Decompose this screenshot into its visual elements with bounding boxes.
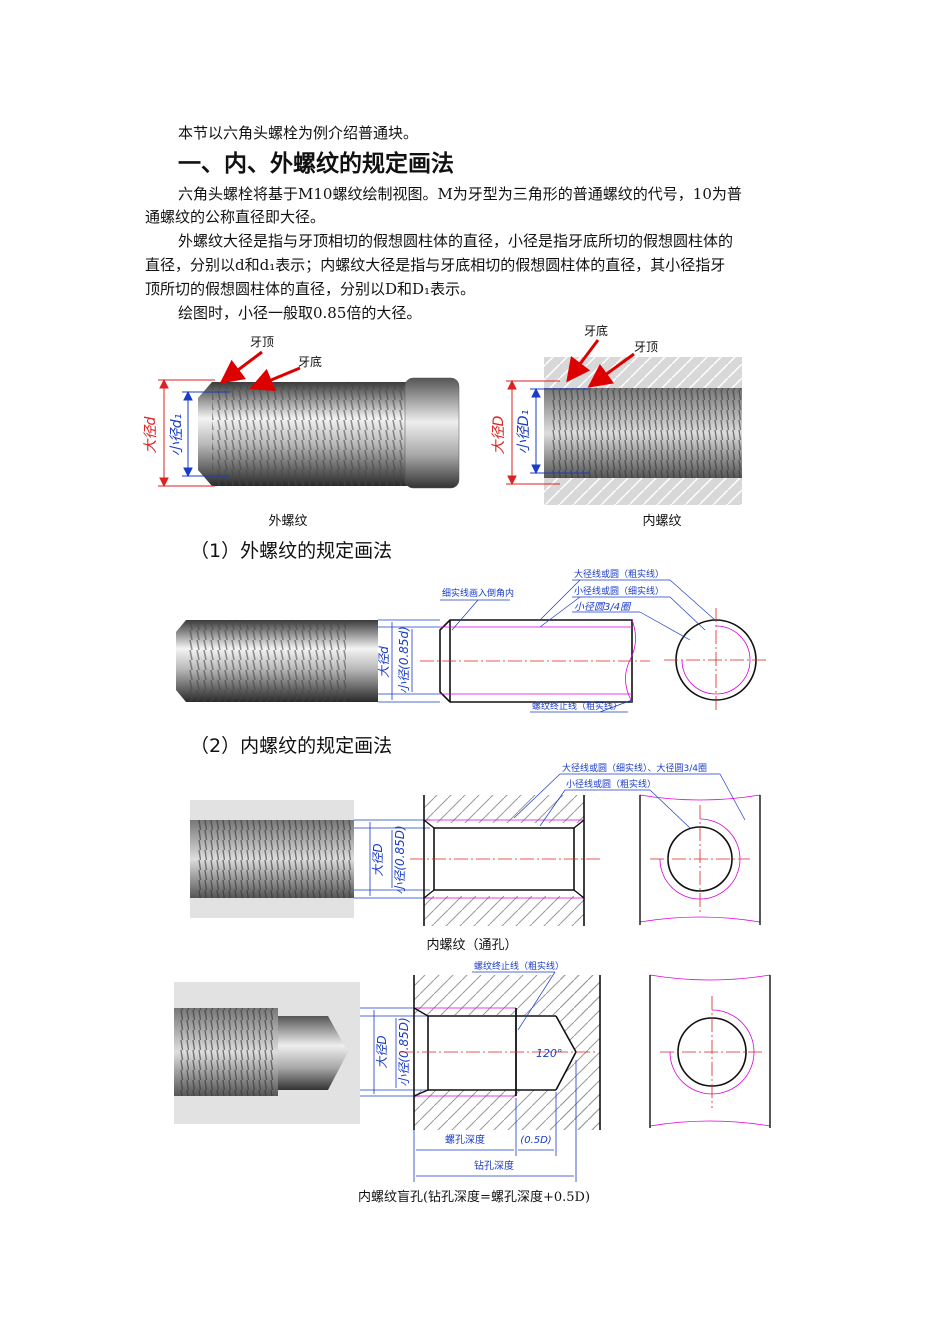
major-diameter-dim-d — [158, 378, 215, 488]
label-minor-D1: 小径D₁ — [516, 410, 532, 454]
fig2-note-minor: 小径线或圆（细实线） — [574, 585, 664, 597]
fig4-angle: 120° — [536, 1047, 563, 1060]
major-diameter-dim-D — [506, 379, 560, 486]
label-major-D: 大径D — [491, 415, 507, 454]
fig2-note-stop: 螺纹终止线（粗实线） — [532, 700, 622, 712]
fig2-note-chamfer: 细实线画入倒角内 — [442, 587, 514, 599]
label-major-d: 大径d — [143, 416, 159, 453]
fig4-end-view — [649, 974, 771, 1128]
fig4-section — [400, 975, 601, 1130]
fig4-label-major: 大径D — [375, 1035, 389, 1068]
fig2-leaders — [440, 579, 716, 713]
label-root-int: 牙底 — [584, 323, 608, 338]
fig3-note-minor: 小径线或圆（粗实线） — [566, 778, 656, 790]
para1-line2: 通螺纹的公称直径即大径。 — [145, 208, 326, 226]
fig4-caption: 内螺纹盲孔(钻孔深度=螺孔深度+0.5D) — [358, 1189, 590, 1205]
fig4-depth-dims — [413, 1060, 577, 1182]
fig2-note-major: 大径线或圆（粗实线） — [574, 568, 664, 580]
fig4-dimensions — [360, 1007, 428, 1097]
label-crest-int: 牙顶 — [634, 340, 658, 354]
minor-diameter-dim-d1 — [182, 390, 230, 478]
fig2-label-minor: 小径(0.85d) — [397, 626, 411, 694]
fig3-leaders — [513, 773, 746, 829]
arrow-crest-int — [587, 352, 635, 388]
para1-line1: 六角头螺栓将基于M10螺纹绘制视图。M为牙型为三角形的普通螺纹的代号，10为普 — [178, 185, 742, 203]
fig2-note-minor-circle: 小径圆3/4圈 — [574, 601, 632, 613]
arrow-root-int — [566, 339, 600, 383]
section-title: 一、内、外螺纹的规定画法 — [178, 151, 454, 177]
fig2-bolt-drawing — [420, 619, 650, 703]
para3: 绘图时，小径一般取0.85倍的大径。 — [178, 304, 422, 322]
fig3-photo — [190, 800, 354, 918]
external-thread-photo — [198, 377, 460, 489]
fig3-end-view — [639, 794, 761, 925]
minor-diameter-dim-D1 — [530, 387, 590, 475]
intro-text: 本节以六角头螺栓为例介绍普通块。 — [178, 124, 419, 142]
fig3-label-major: 大径D — [371, 843, 385, 876]
label-minor-d1: 小径d₁ — [169, 414, 185, 457]
fig4-half-D: (0.5D) — [520, 1135, 551, 1146]
caption-external: 外螺纹 — [268, 514, 307, 529]
fig3-section — [410, 795, 600, 926]
fig2-end-view — [664, 608, 768, 712]
arrow-root — [249, 366, 301, 391]
arrow-crest — [219, 350, 263, 384]
subsection-1-title: （1）外螺纹的规定画法 — [190, 540, 393, 562]
fig4-photo — [174, 982, 360, 1124]
fig3-caption: 内螺纹（通孔） — [426, 937, 517, 953]
para2-line3: 顶所切的假想圆柱体的直径，分别以D和D₁表示。 — [145, 280, 476, 298]
fig4-note-stop: 螺纹终止线（粗实线） — [474, 960, 564, 972]
fig2-dimensions — [378, 619, 440, 703]
para2-line1: 外螺纹大径是指与牙顶相切的假想圆柱体的直径，小径是指牙底所切的假想圆柱体的 — [178, 232, 734, 250]
label-root-ext: 牙底 — [298, 354, 322, 369]
fig3-dimensions — [354, 819, 430, 899]
internal-thread-photo — [544, 357, 742, 505]
fig2-bolt-photo — [176, 620, 378, 702]
fig3-label-minor: 小径(0.85D) — [393, 825, 407, 894]
subsection-2-title: （2）内螺纹的规定画法 — [190, 735, 393, 757]
fig4-leader-stop — [472, 971, 556, 1031]
fig4-thread-depth: 螺孔深度 — [445, 1133, 485, 1146]
para2-line2: 直径，分别以d和d₁表示；内螺纹大径是指与牙底相切的假想圆柱体的直径，其小径指牙 — [145, 256, 726, 274]
fig4-drill-depth: 钻孔深度 — [474, 1159, 514, 1172]
caption-internal: 内螺纹 — [642, 513, 681, 529]
fig2-label-major: 大径d — [377, 646, 391, 678]
label-crest-ext: 牙顶 — [250, 335, 274, 349]
fig3-note-major: 大径线或圆（细实线）、大径圆3/4圈 — [562, 762, 707, 774]
